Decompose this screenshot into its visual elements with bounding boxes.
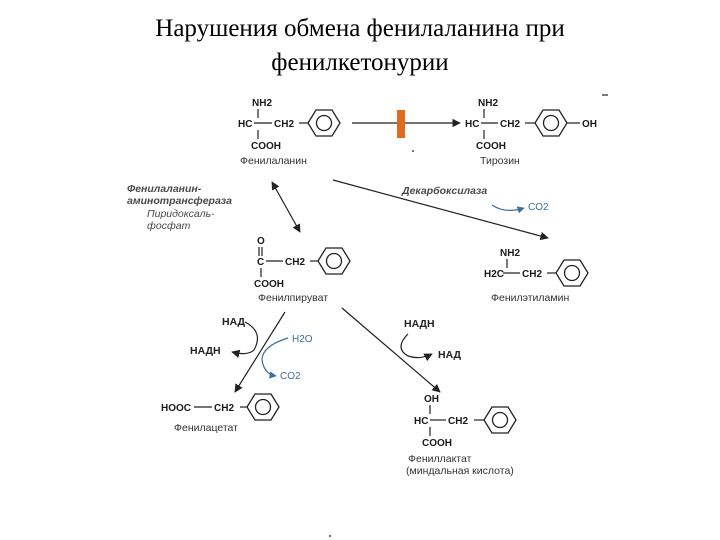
pp-c: C [257,257,264,268]
pea-nh2: NH2 [500,248,520,259]
phe-name: Фенилаланин [240,155,307,167]
tyr-hc: HC [465,119,479,130]
stray-dot [329,535,331,537]
compound-phenyllactate: OH HC CH2 COOH Фениллактат (миндальная к… [406,394,517,477]
pa-name: Фенилацетат [174,422,238,434]
enzyme-decarboxylase: Декарбоксилаза [401,185,487,197]
pl-oh: OH [424,394,439,405]
tyr-name: Тирозин [480,155,520,167]
pp-benzene-ring [317,247,351,275]
pp-ch2: CH2 [285,257,305,268]
pp-o: O [257,236,265,247]
compound-phenylpyruvate: O C CH2 COOH Фенилпируват [254,236,351,304]
arrow-co2-release [491,204,525,214]
phe-benzene-ring [307,109,341,137]
phe-cooh: COOH [251,141,281,152]
pp-cooh: COOH [254,279,284,290]
nad-right: НАД [438,349,462,361]
nadh-left: НАДН [190,345,221,357]
title-line-2: фенилкетонурии [271,49,449,76]
arrow-transamination [271,181,301,233]
tyr-nh2: NH2 [478,98,498,109]
phe-nh2: NH2 [252,98,272,109]
page-title: Нарушения обмена фенилаланина при фенилк… [0,12,720,80]
pea-benzene-ring [555,259,589,287]
nad-left: НАД [222,316,246,328]
arrow-nadh-to-nad [400,333,433,362]
pa-ch2: CH2 [214,403,234,414]
pl-name-2: (миндальная кислота) [406,465,514,477]
pea-name: Фенилэтиламин [491,292,569,304]
phe-hc: HC [238,119,252,130]
title-line-1: Нарушения обмена фенилаланина при [155,15,565,42]
pl-hc: HC [414,416,428,427]
pl-name-1: Фениллактат [408,453,472,465]
compound-phenylethylamine: NH2 H2C CH2 Фенилэтиламин [484,248,589,304]
arrow-pp-to-phenyllactate [341,307,441,393]
enzyme-transaminase: Фенилаланин- аминотрансфераза Пиридоксал… [127,183,232,232]
transaminase-line-2: аминотрансфераза [127,195,232,207]
pea-h2c: H2C [484,269,504,280]
tyr-cooh: COOH [476,141,506,152]
pl-benzene-ring [483,406,517,434]
arrow-nad-to-nadh [231,321,259,358]
transaminase-line-1: Фенилаланин- [127,183,202,195]
tyr-ch2: CH2 [500,119,520,130]
block-bar [397,110,405,138]
pea-ch2: CH2 [522,269,542,280]
compound-tyrosine: NH2 HC CH2 OH COOH Тирозин [465,98,597,167]
h2o-left: H2O [292,334,313,345]
compound-phenylacetate: HOOC CH2 Фенилацетат [161,393,280,434]
co2-left: CO2 [280,371,301,382]
pl-ch2: CH2 [448,416,468,427]
co2-decarb: CO2 [528,202,549,213]
pa-hooc: HOOC [161,403,191,414]
nadh-right: НАДН [404,318,435,330]
pp-name: Фенилпируват [258,292,328,304]
compound-phenylalanine: NH2 HC CH2 COOH Фенилаланин [238,98,341,167]
tyr-oh: OH [582,119,597,130]
pa-benzene-ring [246,393,280,421]
phe-ch2: CH2 [274,119,294,130]
cofactor-line-2: фосфат [147,220,191,232]
pl-cooh: COOH [422,438,452,449]
arrow-co2-left [261,337,289,379]
cofactor-line-1: Пиридоксаль- [147,208,215,220]
tyr-benzene-ring [534,109,568,137]
arrow-decarboxylation [332,179,549,241]
arrow-pp-to-phenylacetate [234,311,286,393]
